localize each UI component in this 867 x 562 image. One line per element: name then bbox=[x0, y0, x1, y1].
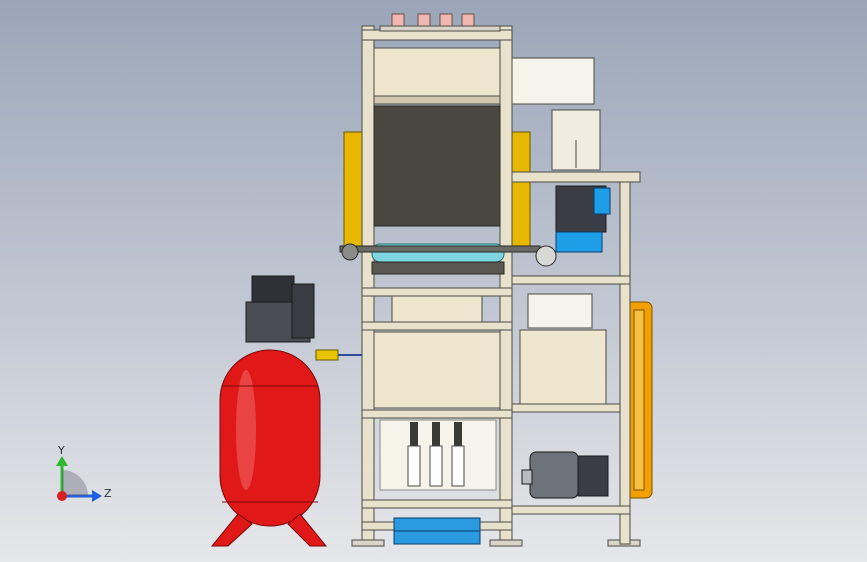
orange-belt-guard-inner bbox=[633, 309, 645, 491]
vertical-nozzles bbox=[407, 422, 465, 487]
right-mid-shelf bbox=[511, 275, 631, 285]
right-top-shelf bbox=[511, 171, 641, 183]
lower-cream-housing bbox=[373, 331, 501, 409]
motor-terminal-box bbox=[593, 187, 611, 215]
z-axis-arrow bbox=[92, 490, 102, 502]
right-lower-shelf bbox=[511, 403, 621, 413]
right-cream-housing bbox=[527, 293, 593, 329]
triad-arc bbox=[62, 470, 88, 496]
tank-leg-right bbox=[287, 513, 328, 547]
blue-motor-base bbox=[555, 231, 603, 253]
mid-beam-1 bbox=[361, 287, 513, 297]
tank-body bbox=[219, 349, 321, 527]
y-axis-label: Y bbox=[58, 444, 65, 457]
foot-left bbox=[351, 539, 385, 547]
left-yellow-guard bbox=[343, 131, 365, 251]
bottom-beam bbox=[361, 499, 513, 509]
compressor-head bbox=[251, 275, 295, 303]
frame-left-column bbox=[361, 25, 375, 547]
z-axis-label: Z bbox=[104, 487, 112, 500]
air-compressor bbox=[210, 275, 362, 547]
upper-panel-shadow bbox=[373, 95, 501, 105]
tank-leg-left bbox=[210, 513, 253, 547]
blower-motor bbox=[577, 455, 609, 497]
blower-body bbox=[529, 451, 579, 499]
right-yellow-guard bbox=[509, 131, 531, 251]
upper-cream-panel bbox=[373, 47, 501, 97]
lower-beam bbox=[361, 409, 513, 419]
compressor-cylinder bbox=[291, 283, 315, 339]
roller-belt bbox=[371, 261, 505, 275]
air-valve bbox=[315, 349, 339, 361]
tank-highlight bbox=[236, 370, 256, 490]
top-nozzles bbox=[379, 13, 501, 32]
right-lower-housing bbox=[519, 329, 607, 405]
frame-right-column bbox=[499, 25, 513, 547]
roller-shaft bbox=[339, 245, 541, 253]
foot-mid bbox=[489, 539, 523, 547]
coordinate-triad bbox=[56, 456, 102, 502]
left-roller-gear bbox=[341, 243, 359, 261]
dark-chamber-panel bbox=[373, 105, 501, 227]
top-duct bbox=[511, 57, 595, 105]
blower-port bbox=[521, 469, 533, 485]
right-base-shelf bbox=[511, 505, 631, 515]
inner-cream-block bbox=[391, 295, 483, 323]
x-axis-dot bbox=[57, 491, 67, 501]
mid-beam-2 bbox=[361, 321, 513, 331]
y-axis-arrow bbox=[56, 456, 68, 466]
right-side-column bbox=[619, 171, 631, 545]
right-roller-gear bbox=[535, 245, 557, 267]
